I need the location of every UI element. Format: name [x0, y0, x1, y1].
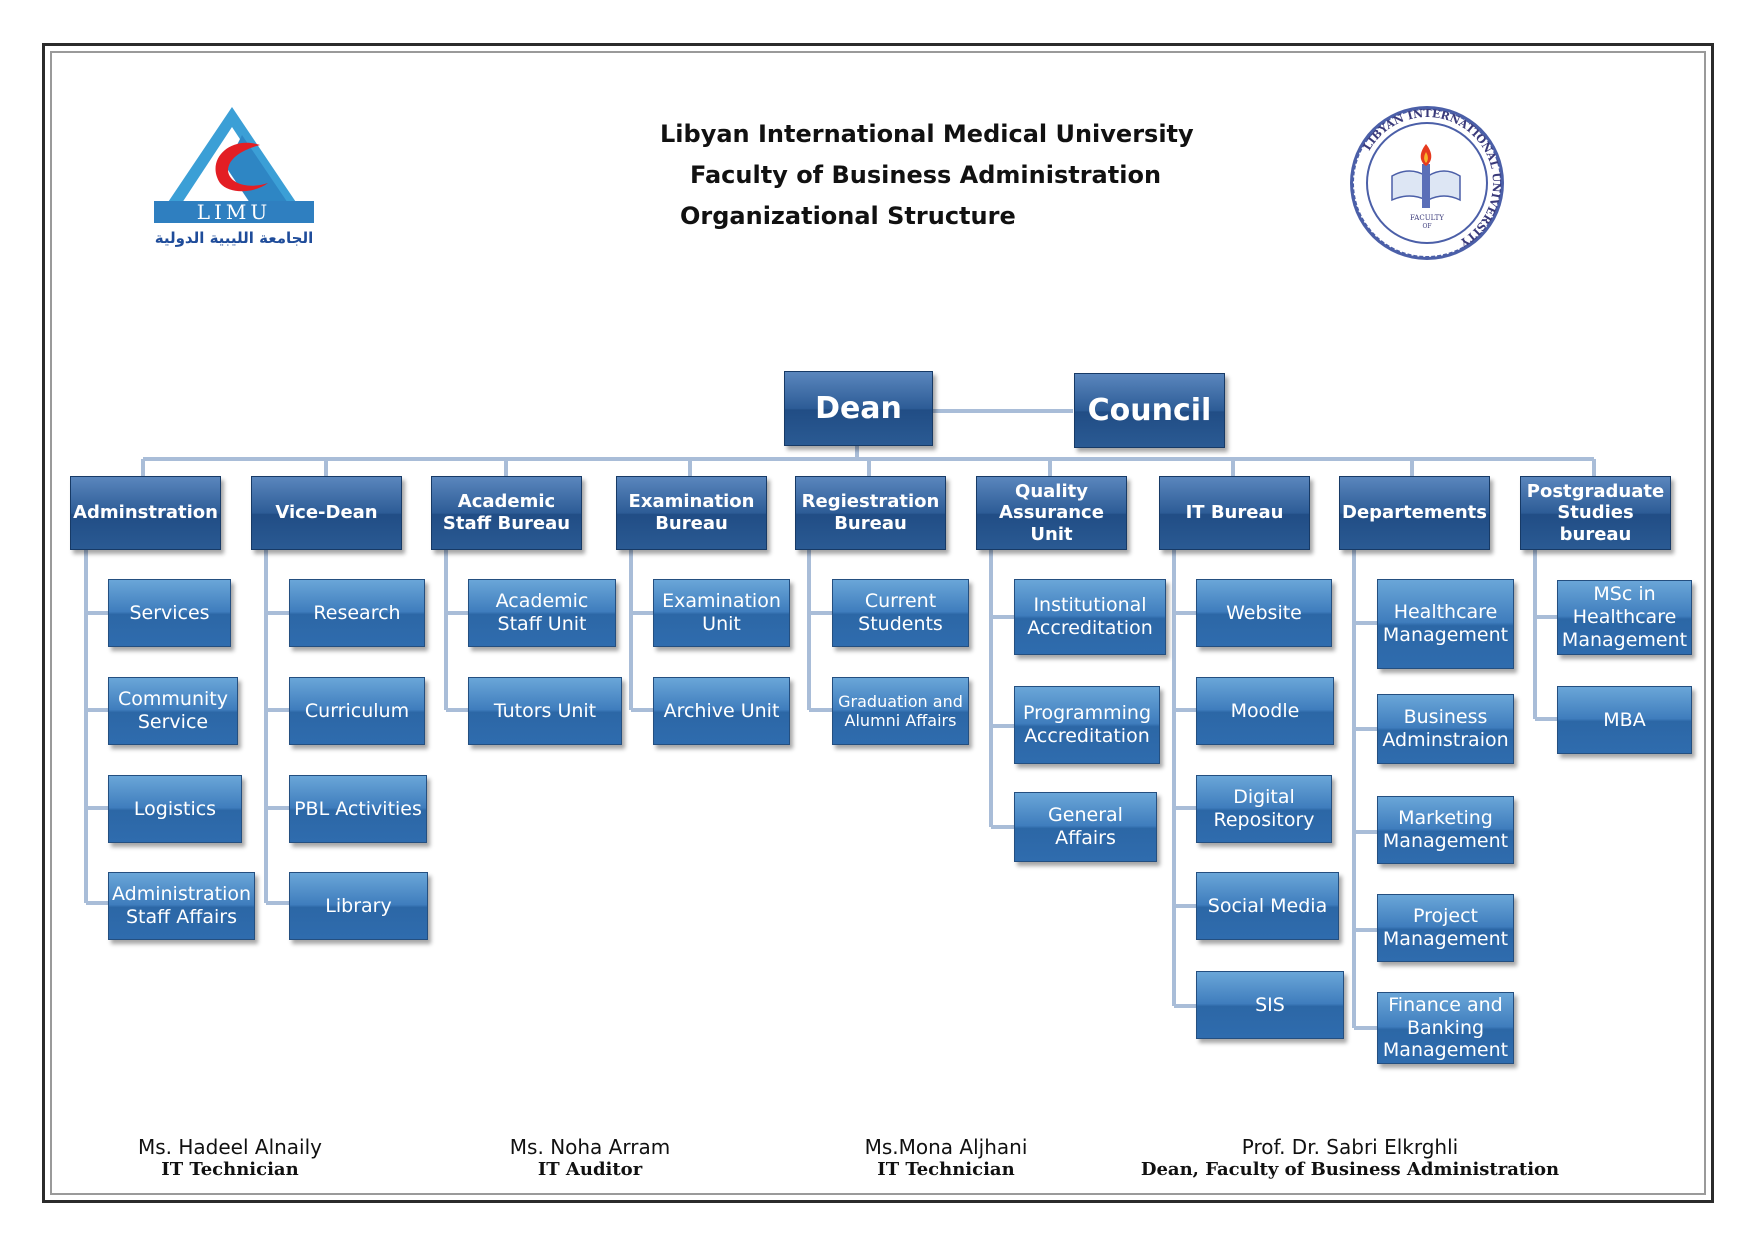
- unit-programming-accreditation[interactable]: Programming Accreditation: [1014, 686, 1160, 764]
- unit-finance-banking-management[interactable]: Finance and Banking Management: [1377, 992, 1514, 1064]
- svg-text:الجامعة الليبية الدولية: الجامعة الليبية الدولية: [155, 229, 314, 247]
- unit-research[interactable]: Research: [289, 579, 425, 647]
- svg-text:FACULTY: FACULTY: [1410, 214, 1444, 222]
- signature-role: IT Technician: [877, 1159, 1015, 1180]
- unit-business-adminstraion[interactable]: Business Adminstraion: [1377, 694, 1514, 764]
- dept-regiestration-bureau[interactable]: Regiestration Bureau: [795, 476, 946, 550]
- signature-name: Ms. Noha Arram: [509, 1135, 671, 1159]
- unit-digital-repository[interactable]: Digital Repository: [1196, 775, 1332, 843]
- signature-block-4: Prof. Dr. Sabri Elkrghli Dean, Faculty o…: [1140, 1135, 1560, 1180]
- unit-social-media[interactable]: Social Media: [1196, 872, 1339, 940]
- svg-text:OF: OF: [1422, 223, 1431, 230]
- signature-role: IT Auditor: [537, 1159, 643, 1180]
- unit-archive-unit[interactable]: Archive Unit: [653, 677, 790, 745]
- structure-title: Organizational Structure: [680, 202, 1016, 230]
- unit-mba[interactable]: MBA: [1557, 686, 1692, 754]
- unit-examination-unit[interactable]: Examination Unit: [653, 579, 790, 647]
- unit-sis[interactable]: SIS: [1196, 971, 1344, 1039]
- council-box[interactable]: Council: [1074, 373, 1225, 448]
- unit-general-affairs[interactable]: General Affairs: [1014, 792, 1157, 862]
- unit-tutors-unit[interactable]: Tutors Unit: [468, 677, 622, 745]
- unit-curriculum[interactable]: Curriculum: [289, 677, 425, 745]
- dean-box[interactable]: Dean: [784, 371, 933, 446]
- unit-services[interactable]: Services: [108, 579, 231, 647]
- signature-block-2: Ms. Noha Arram IT Auditor: [480, 1135, 700, 1180]
- unit-community-service[interactable]: Community Service: [108, 677, 238, 745]
- unit-healthcare-management[interactable]: Healthcare Management: [1377, 579, 1514, 669]
- dept-it-bureau[interactable]: IT Bureau: [1159, 476, 1310, 550]
- unit-graduation-alumni-affairs[interactable]: Graduation and Alumni Affairs: [832, 677, 969, 745]
- unit-logistics[interactable]: Logistics: [108, 775, 242, 843]
- unit-moodle[interactable]: Moodle: [1196, 677, 1334, 745]
- signature-block-3: Ms.Mona Aljhani IT Technician: [836, 1135, 1056, 1180]
- dept-vice-dean[interactable]: Vice-Dean: [251, 476, 402, 550]
- dept-postgraduate-studies-bureau[interactable]: Postgraduate Studies bureau: [1520, 476, 1671, 550]
- unit-library[interactable]: Library: [289, 872, 428, 940]
- unit-website[interactable]: Website: [1196, 579, 1332, 647]
- signature-block-1: Ms. Hadeel Alnaily IT Technician: [120, 1135, 340, 1180]
- signature-name: Ms.Mona Aljhani: [864, 1135, 1028, 1159]
- unit-project-management[interactable]: Project Management: [1377, 894, 1514, 962]
- unit-pbl-activities[interactable]: PBL Activities: [289, 775, 427, 843]
- unit-msc-healthcare-management[interactable]: MSc in Healthcare Management: [1557, 580, 1692, 655]
- unit-institutional-accreditation[interactable]: Institutional Accreditation: [1014, 579, 1166, 655]
- university-title: Libyan International Medical University: [660, 120, 1194, 148]
- signature-name: Prof. Dr. Sabri Elkrghli: [1241, 1135, 1459, 1159]
- dept-examination-bureau[interactable]: Examination Bureau: [616, 476, 767, 550]
- svg-text:LIMU: LIMU: [197, 200, 272, 224]
- dept-academic-staff-bureau[interactable]: Academic Staff Bureau: [431, 476, 582, 550]
- signature-name: Ms. Hadeel Alnaily: [137, 1135, 323, 1159]
- faculty-title: Faculty of Business Administration: [690, 161, 1162, 189]
- limu-logo-icon: LIMU الجامعة الليبية الدولية: [150, 105, 335, 250]
- unit-academic-staff-unit[interactable]: Academic Staff Unit: [468, 579, 616, 647]
- signature-role: IT Technician: [161, 1159, 299, 1180]
- dept-departements[interactable]: Departements: [1339, 476, 1490, 550]
- dept-adminstration[interactable]: Adminstration: [70, 476, 221, 550]
- unit-administration-staff-affairs[interactable]: Administration Staff Affairs: [108, 872, 255, 940]
- faculty-seal-icon: LIBYAN INTERNATIONAL UNIVERSITY FACULTY …: [1348, 104, 1506, 262]
- unit-marketing-management[interactable]: Marketing Management: [1377, 796, 1514, 864]
- inner-border: [50, 51, 1706, 1195]
- unit-current-students[interactable]: Current Students: [832, 579, 969, 647]
- dept-quality-assurance-unit[interactable]: Quality Assurance Unit: [976, 476, 1127, 550]
- signature-role: Dean, Faculty of Business Administration: [1140, 1159, 1560, 1180]
- outer-border: [42, 43, 1714, 1203]
